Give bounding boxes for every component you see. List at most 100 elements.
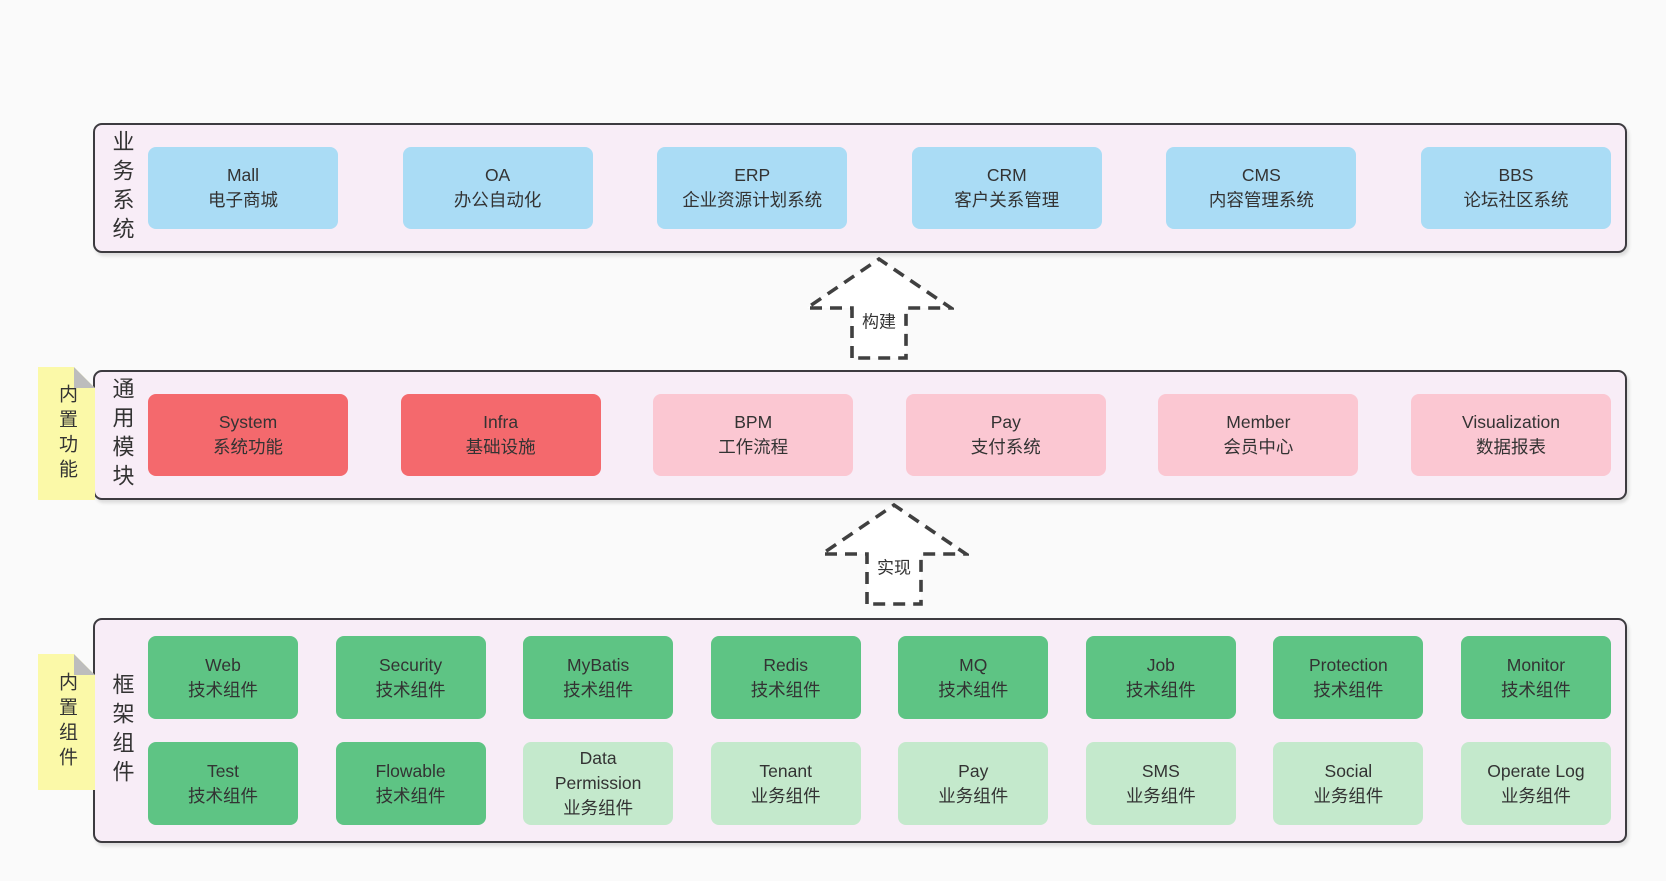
box-title: Protection [1308,654,1388,675]
box-subtitle: 业务组件 [938,785,1009,806]
box-subtitle: 业务组件 [563,797,634,818]
box-title: Visualization [1462,412,1560,433]
box-subtitle: 业务组件 [750,785,821,806]
arrow-implement: 实现 [819,502,969,606]
box-title: Monitor [1506,654,1566,675]
box-subtitle: 技术组件 [188,679,258,700]
box-monitor: Monitor 技术组件 [1460,636,1611,719]
box-test: Test 技术组件 [148,742,298,825]
box-erp: ERP 企业资源计划系统 [657,147,848,229]
box-subtitle: 办公自动化 [453,190,542,210]
box-pay: Pay 支付系统 [905,394,1106,476]
box-oa: OA 办公自动化 [402,147,593,229]
box-operate-log: Operate Log 业务组件 [1460,742,1611,825]
box-member: Member 会员中心 [1158,394,1359,476]
box-title: System [218,412,278,433]
arrow-implement-label: 实现 [873,552,915,580]
box-subtitle: 系统功能 [213,437,283,457]
box-title: MyBatis [567,654,630,675]
box-subtitle: 技术组件 [188,785,258,806]
section-label-column: 通用模块 [95,377,148,493]
box-subtitle: 技术组件 [1500,679,1571,700]
box-data-permission: Data Permission 业务组件 [523,742,674,825]
box-title: Tenant [759,760,812,781]
box-subtitle: 技术组件 [375,785,446,806]
box-title: Social [1324,760,1373,781]
box-title: Member [1226,412,1291,433]
box-subtitle: 技术组件 [563,679,634,700]
box-subtitle: 工作流程 [718,437,789,457]
box-title: CMS [1241,165,1281,186]
box-mybatis: MyBatis 技术组件 [523,636,674,719]
box-title: Security [378,654,443,675]
box-title: ERP [734,165,771,186]
box-job: Job 技术组件 [1085,636,1236,719]
box-mall: Mall 电子商城 [148,147,338,229]
box-title: OA [484,165,511,186]
box-title: Data Permission [554,748,642,794]
box-subtitle: 会员中心 [1223,437,1294,457]
box-subtitle: 支付系统 [970,437,1041,457]
box-title: Infra [483,412,519,433]
box-title: Redis [763,654,809,675]
box-subtitle: 数据报表 [1475,437,1546,457]
box-bpm: BPM 工作流程 [653,394,854,476]
box-tenant: Tenant 业务组件 [710,742,861,825]
box-subtitle: 电子商城 [208,190,278,210]
sticky-fold-corner-icon [74,654,95,675]
section-business-label: 业务系统 [109,130,135,246]
sticky-note-built-in-components: 内置组件 [38,654,95,790]
box-bbs: BBS 论坛社区系统 [1420,147,1611,229]
box-subtitle: 内容管理系统 [1208,190,1314,210]
section-framework-label: 框架组件 [109,672,135,789]
box-title: Web [205,654,241,675]
box-title: BBS [1498,165,1534,186]
arrow-build: 构建 [804,256,954,360]
sticky-built-in-components-label: 内置组件 [56,672,77,772]
box-subtitle: 业务组件 [1500,785,1571,806]
box-cms: CMS 内容管理系统 [1166,147,1357,229]
box-system: System 系统功能 [148,394,348,476]
box-social: Social 业务组件 [1273,742,1424,825]
box-subtitle: 业务组件 [1313,785,1384,806]
sticky-fold-corner-icon [74,367,95,388]
box-title: Test [206,760,240,781]
box-subtitle: 技术组件 [1125,679,1196,700]
box-subtitle: 企业资源计划系统 [682,190,823,210]
box-subtitle: 技术组件 [750,679,821,700]
box-title: Pay [990,412,1021,433]
box-title: Job [1146,654,1175,675]
section-label-column: 框架组件 [95,673,148,789]
box-redis: Redis 技术组件 [710,636,861,719]
box-subtitle: 业务组件 [1125,785,1196,806]
box-protection: Protection 技术组件 [1273,636,1424,719]
box-subtitle: 技术组件 [375,679,446,700]
box-subtitle: 论坛社区系统 [1463,190,1569,210]
box-subtitle: 客户关系管理 [954,190,1060,210]
box-sms: SMS 业务组件 [1085,742,1236,825]
box-title: BPM [734,412,773,433]
box-flowable: Flowable 技术组件 [335,742,486,825]
box-title: SMS [1141,760,1180,781]
box-web: Web 技术组件 [148,636,298,719]
box-title: Flowable [375,760,446,781]
arrow-build-label: 构建 [858,306,900,334]
sticky-built-in-functions-label: 内置功能 [56,383,77,484]
box-subtitle: 技术组件 [938,679,1009,700]
box-security: Security 技术组件 [335,636,486,719]
box-title: Mall [226,165,260,186]
box-subtitle: 技术组件 [1313,679,1384,700]
box-title: Operate Log [1487,760,1585,781]
